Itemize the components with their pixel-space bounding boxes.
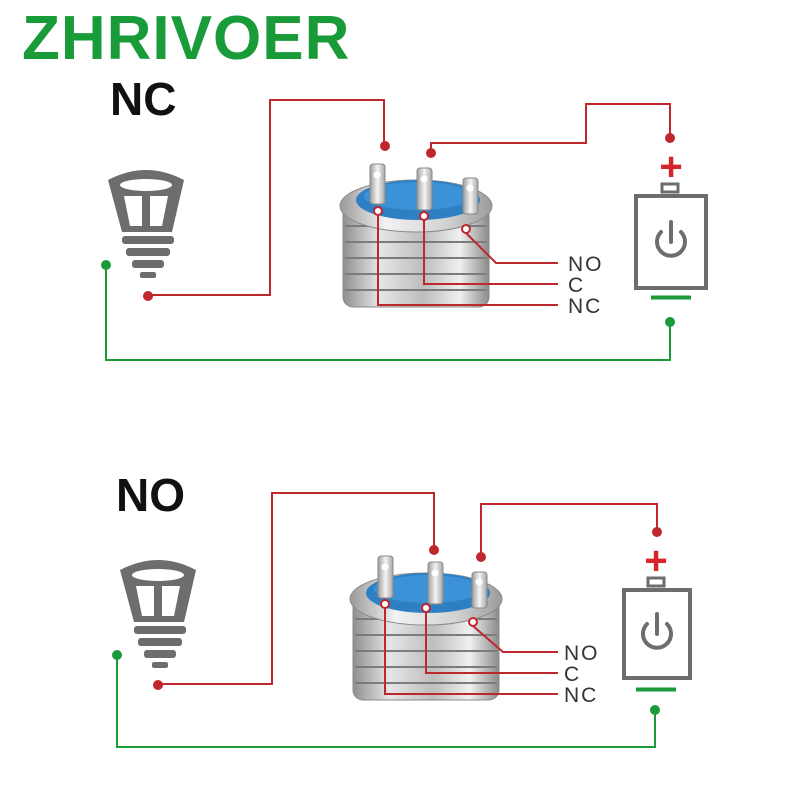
light-bulb-icon (108, 170, 184, 278)
diagram-title-no: NO (116, 469, 185, 521)
battery-minus-symbol: — (636, 665, 676, 709)
pin-label-nc: NC (564, 684, 599, 707)
power-icon (641, 612, 673, 650)
pin-label-nc: NC (568, 295, 603, 318)
diagram-title-nc: NC (110, 73, 177, 125)
green-wire (105, 265, 671, 361)
battery-icon (622, 576, 692, 680)
diagram-no (112, 492, 692, 748)
battery-minus-symbol: — (651, 273, 691, 317)
battery-plus-symbol: + (644, 539, 667, 583)
battery-plus-symbol: + (659, 145, 682, 189)
power-icon (655, 220, 687, 258)
red-wire (148, 99, 671, 296)
pin-leader-lines (380, 599, 558, 695)
pin-leader-lines (373, 206, 558, 306)
pin-label-c: C (564, 663, 582, 686)
diagram-nc (101, 99, 708, 361)
pin-label-c: C (568, 274, 586, 297)
battery-icon (634, 182, 708, 290)
light-bulb-icon (120, 560, 196, 668)
red-wire (158, 492, 658, 685)
green-wire (116, 655, 656, 748)
brand-logo-text: ZHRIVOER (22, 4, 351, 73)
pin-label-no: NO (564, 642, 600, 665)
pin-label-no: NO (568, 253, 604, 276)
